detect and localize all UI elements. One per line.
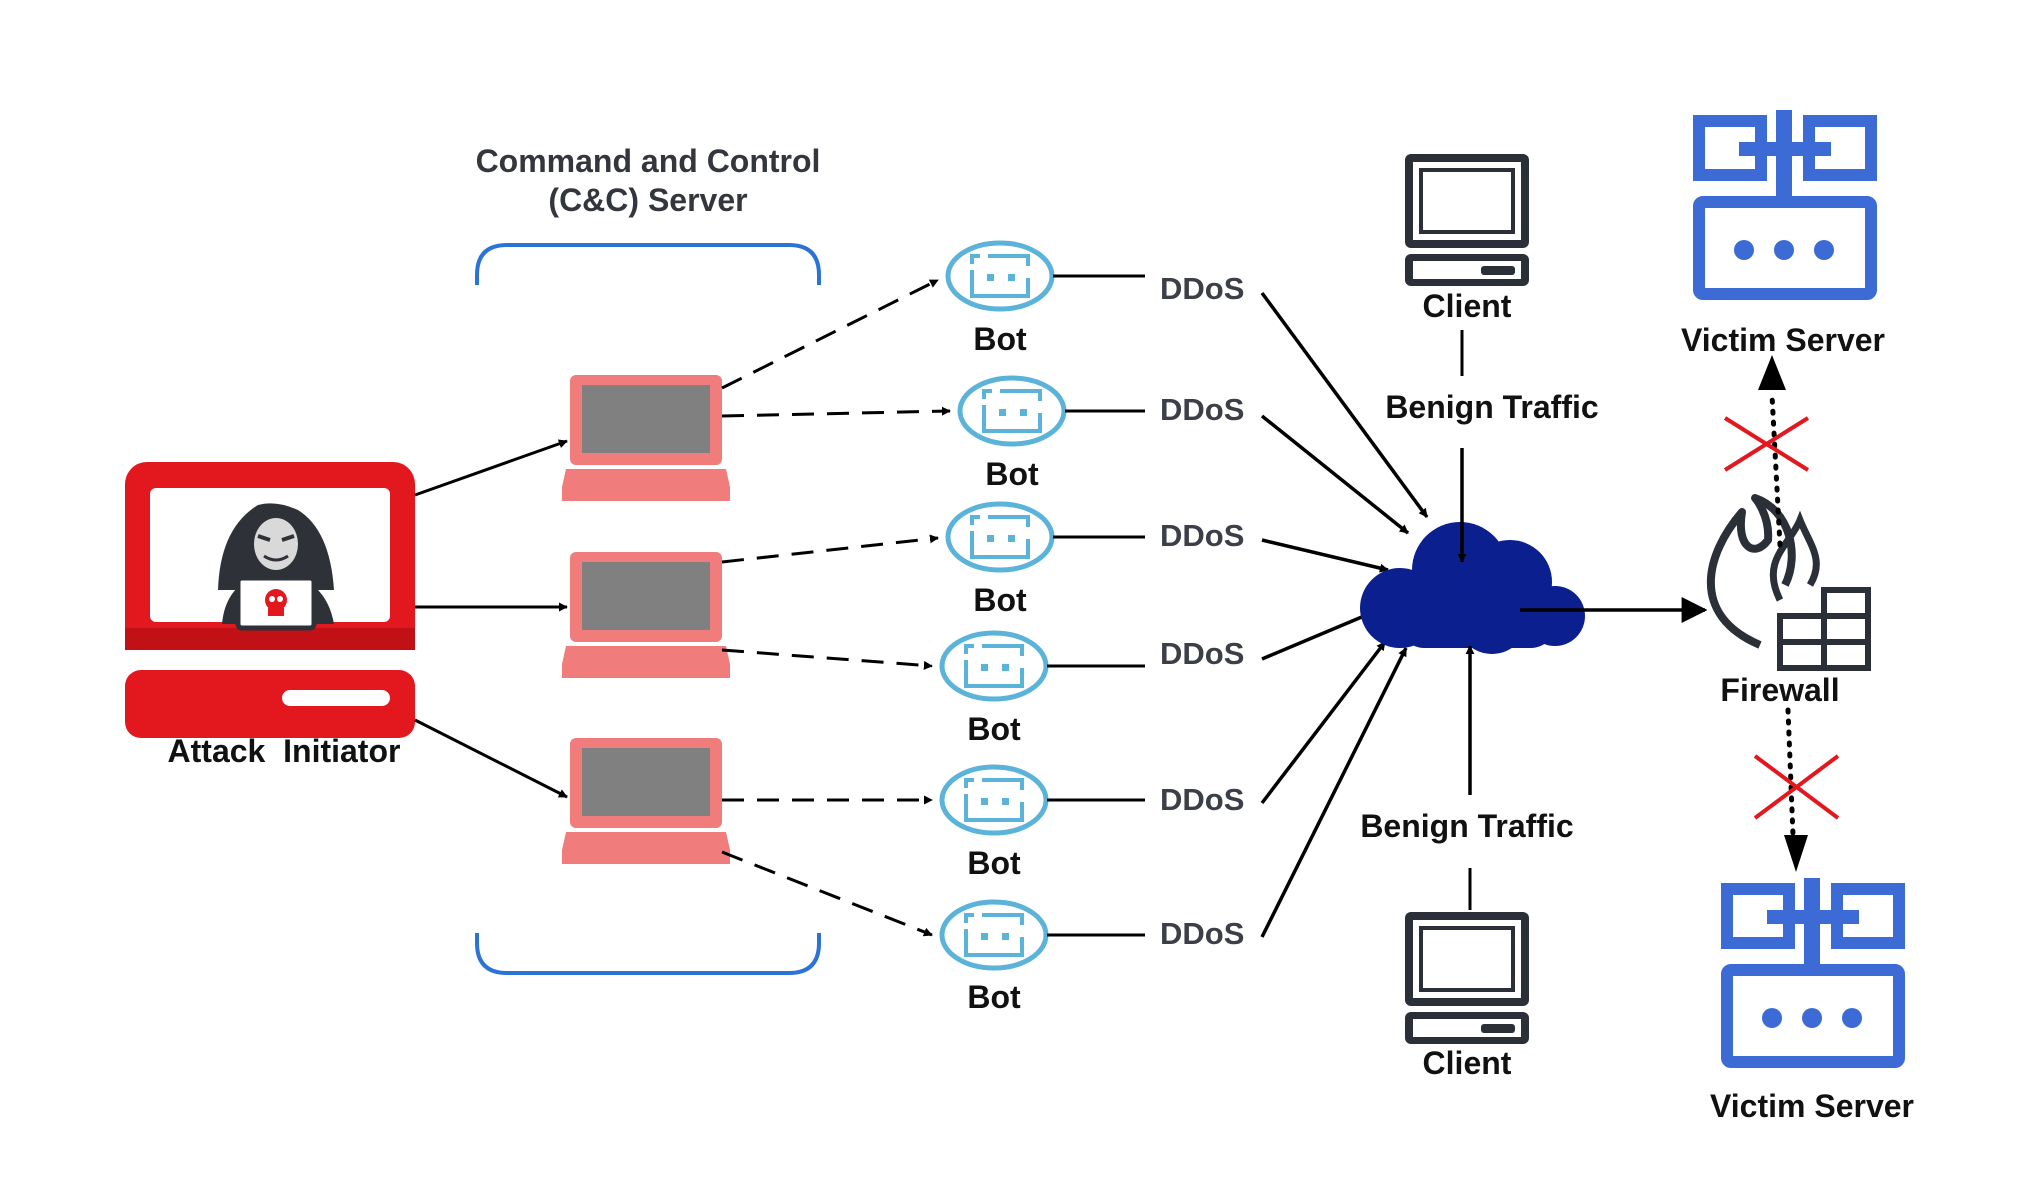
victim-server-icon-bottom <box>1727 878 1899 1062</box>
cc-laptop-icon-2 <box>562 552 730 678</box>
bot-label-2: Bot <box>985 456 1039 492</box>
client-computer-icon-bottom <box>1403 910 1531 1046</box>
firewall-label: Firewall <box>1720 672 1839 708</box>
cc1-to-bot2-arrow <box>721 406 951 418</box>
ddos-label-1: DDoS <box>1160 271 1244 306</box>
ddos1-to-cloud-arrow <box>1260 291 1429 519</box>
ddos5-to-cloud-arrow <box>1260 640 1387 805</box>
ddos2-to-cloud-arrow <box>1260 414 1410 535</box>
ddos-label-6: DDoS <box>1160 916 1244 951</box>
cc-bracket-bottom <box>475 933 821 975</box>
cloud-icon <box>1360 522 1585 654</box>
cc2-to-bot3-arrow <box>721 534 939 564</box>
ddos4-to-cloud-arrow <box>1261 609 1377 661</box>
blocked-path-up-arrowhead <box>1758 355 1786 390</box>
blocked-path-down-arrowhead <box>1784 835 1808 872</box>
ddos-label-5: DDoS <box>1160 782 1244 817</box>
bot-label-4: Bot <box>967 711 1021 747</box>
benign-traffic-label-bottom: Benign Traffic <box>1360 808 1573 844</box>
bot-icon-3 <box>948 504 1052 570</box>
bot-icon-1 <box>948 243 1052 309</box>
client-computer-icon-top <box>1403 152 1531 288</box>
client-label-top: Client <box>1423 288 1512 324</box>
client-label-bottom: Client <box>1423 1045 1512 1081</box>
bot-label-6: Bot <box>967 979 1021 1015</box>
blocked-x-icon-bottom <box>1753 754 1840 820</box>
blocked-path-up <box>1769 392 1783 548</box>
cc-laptop-icon-1 <box>562 375 730 501</box>
ddos3-to-cloud-arrow <box>1261 538 1389 573</box>
initiator-to-cc1-arrow <box>414 439 568 497</box>
victim-server-label-bottom: Victim Server <box>1710 1088 1914 1124</box>
cc-bracket-top <box>475 243 821 285</box>
cc1-to-bot1-arrow <box>721 278 939 390</box>
cc3-to-bot6-arrow <box>721 850 933 937</box>
hacker-icon <box>218 503 334 631</box>
ddos-label-3: DDoS <box>1160 518 1244 553</box>
ddos6-to-cloud-arrow <box>1260 647 1408 938</box>
bot-icon-2 <box>960 378 1064 444</box>
bot-label-1: Bot <box>973 321 1027 357</box>
benign-traffic-label-top: Benign Traffic <box>1385 389 1598 425</box>
cc-laptop-icon-3 <box>562 738 730 864</box>
bot-label-3: Bot <box>973 582 1027 618</box>
initiator-to-cc3-arrow <box>414 718 568 799</box>
victim-server-icon-top <box>1699 110 1871 294</box>
ddos-label-2: DDoS <box>1160 392 1244 427</box>
cc-server-title-line2: (C&C) Server <box>548 182 747 218</box>
blocked-x-icon-top <box>1723 416 1810 472</box>
victim-server-label-top: Victim Server <box>1681 322 1885 358</box>
firewall-icon <box>1706 494 1871 671</box>
bot-icon-5 <box>942 767 1046 833</box>
attack-initiator-label: Attack Initiator <box>168 733 401 769</box>
bot-label-5: Bot <box>967 845 1021 881</box>
bot-icon-4 <box>942 633 1046 699</box>
ddos-label-4: DDoS <box>1160 636 1244 671</box>
cc-server-title-line1: Command and Control <box>476 143 821 179</box>
bot-icon-6 <box>942 902 1046 968</box>
cc2-to-bot4-arrow <box>721 648 933 670</box>
